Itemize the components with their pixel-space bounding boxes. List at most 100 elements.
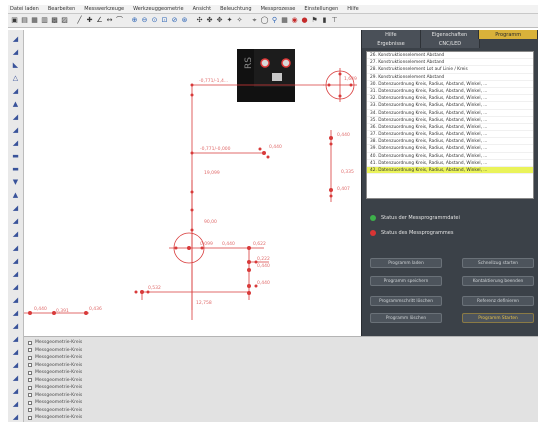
tool-icon[interactable]: ◢ (12, 256, 19, 265)
menu-item[interactable]: Beleuchtung (220, 6, 252, 12)
list-item[interactable]: 31. Datenzuordnung Kreis, Radius, Abstan… (367, 88, 533, 96)
list-item[interactable]: 33. Datenzuordnung Kreis, Radius, Abstan… (367, 102, 533, 110)
chart-icon[interactable]: ▮ (322, 16, 327, 24)
tool-icon[interactable]: ◢ (12, 361, 19, 370)
checkbox[interactable] (28, 415, 32, 420)
program-button[interactable]: Programm löschen (370, 313, 442, 323)
tool-icon[interactable]: ◢ (12, 34, 19, 43)
tool-icon[interactable]: ◢ (12, 243, 19, 252)
checkbox[interactable] (28, 348, 32, 353)
crosshair-icon[interactable]: ⌖ (252, 16, 257, 24)
angle-icon[interactable]: ∠ (96, 16, 103, 24)
tool-icon[interactable]: ◢ (12, 374, 19, 383)
tool-icon[interactable]: ▲ (12, 99, 19, 108)
tool-icon[interactable]: ◢ (12, 230, 19, 239)
tab-eigenschaften[interactable]: Eigenschaften (420, 30, 480, 39)
list-item[interactable]: 30. Datenzuordnung Kreis, Radius, Abstan… (367, 81, 533, 88)
program-button[interactable]: Referenz definieren (462, 296, 534, 306)
program-button[interactable]: Programmschritt löschen (370, 296, 442, 306)
tab-hilfe[interactable]: Hilfe (362, 30, 421, 39)
distance-icon[interactable]: ↔ (106, 16, 113, 24)
tool-icon[interactable]: ◢ (12, 400, 19, 409)
list-item[interactable]: 42. Datenzuordnung Kreis, Radius, Abstan… (367, 167, 533, 175)
checkbox[interactable] (28, 385, 32, 390)
measure-b-icon[interactable]: ✤ (206, 16, 213, 24)
flag-icon[interactable]: ⚑ (311, 16, 318, 24)
measure-e-icon[interactable]: ✧ (236, 16, 243, 24)
subtab-0[interactable]: Ergebnisse (362, 39, 421, 48)
tool-b-icon[interactable]: ▨ (61, 16, 68, 24)
tool-icon[interactable]: ◢ (12, 334, 19, 343)
measurement-canvas[interactable]: RS (24, 30, 361, 335)
list-item[interactable]: 29. Konstruktionselement Abstand (367, 74, 533, 81)
list-item[interactable]: 32. Datenzuordnung Kreis, Radius, Abstan… (367, 95, 533, 103)
list-item[interactable]: Messgeometrie-Kreis (24, 392, 538, 400)
menu-item[interactable]: Einstellungen (304, 6, 339, 12)
tool-icon[interactable]: ◢ (12, 217, 19, 226)
checkbox[interactable] (28, 393, 32, 398)
line-icon[interactable]: ╱ (77, 16, 82, 24)
list-item[interactable]: 35. Datenzuordnung Kreis, Radius, Abstan… (367, 117, 533, 124)
tool-icon[interactable]: ◢ (12, 348, 19, 357)
menu-item[interactable]: Ansicht (192, 6, 212, 12)
list-item[interactable]: Messgeometrie-Kreis (24, 354, 538, 362)
list-item[interactable]: 28. Konstruktionselement Lot auf Linie /… (367, 66, 533, 74)
program-button[interactable]: Programm Starten (462, 313, 534, 323)
checkbox[interactable] (28, 400, 32, 405)
tool-icon[interactable]: ◢ (12, 112, 19, 121)
tool-icon[interactable]: ◢ (12, 282, 19, 291)
list-item[interactable]: 39. Datenzuordnung Kreis, Radius, Abstan… (367, 145, 533, 153)
list-item[interactable]: Messgeometrie-Kreis (24, 362, 538, 370)
circle-icon[interactable]: ◯ (260, 16, 269, 24)
zoom-all-icon[interactable]: ⊛ (181, 16, 188, 24)
tab-programm[interactable]: Programm (479, 30, 539, 39)
list-item[interactable]: 40. Datenzuordnung Kreis, Radius, Abstan… (367, 153, 533, 160)
list-item[interactable]: Messgeometrie-Kreis (24, 369, 538, 377)
list-item[interactable]: Messgeometrie-Kreis (24, 407, 538, 415)
tool-icon[interactable]: ◢ (12, 139, 19, 148)
save-icon[interactable]: ▦ (31, 16, 38, 24)
tool-icon[interactable]: ▼ (12, 178, 19, 187)
tool-icon[interactable]: ◢ (12, 308, 19, 317)
zoom-out-icon[interactable]: ⊖ (141, 16, 148, 24)
list-item[interactable]: Messgeometrie-Kreis (24, 384, 538, 392)
list-item[interactable]: 38. Datenzuordnung Kreis, Radius, Abstan… (367, 138, 533, 146)
checkbox[interactable] (28, 378, 32, 383)
light-icon[interactable]: ● (301, 16, 308, 24)
tool-icon[interactable]: ◢ (12, 387, 19, 396)
probe-icon[interactable]: ⊤ (331, 16, 338, 24)
checkbox[interactable] (28, 370, 32, 375)
list-item[interactable]: 26. Konstruktionselement Abstand (367, 52, 533, 60)
list-item[interactable]: 34. Datenzuordnung Kreis, Radius, Abstan… (367, 110, 533, 117)
measure-c-icon[interactable]: ✥ (216, 16, 223, 24)
tool-icon[interactable]: ◢ (12, 86, 19, 95)
menu-item[interactable]: Bearbeiten (47, 6, 76, 12)
list-item[interactable]: 41. Datenzuordnung Kreis, Radius, Abstan… (367, 160, 533, 167)
list-item[interactable]: Messgeometrie-Kreis (24, 377, 538, 385)
list-item[interactable]: Messgeometrie-Kreis (24, 414, 538, 422)
checkbox[interactable] (28, 363, 32, 368)
menu-item[interactable]: Messwerkzeuge (84, 6, 125, 12)
zoom-in-icon[interactable]: ⊕ (131, 16, 138, 24)
tool-icon[interactable]: ▲ (12, 191, 19, 200)
checkbox[interactable] (28, 340, 32, 345)
tool-icon[interactable]: △ (12, 73, 19, 82)
tool-icon[interactable]: ◢ (12, 204, 19, 213)
measure-a-icon[interactable]: ✣ (196, 16, 203, 24)
menu-item[interactable]: Datei laden (10, 6, 39, 12)
grid-icon[interactable]: ▦ (281, 16, 288, 24)
print-icon[interactable]: ▥ (41, 16, 48, 24)
list-item[interactable]: 27. Konstruktionselement Abstand (367, 59, 533, 67)
list-item[interactable]: 36. Datenzuordnung Kreis, Radius, Abstan… (367, 124, 533, 132)
menu-item[interactable]: Messprozesse (260, 6, 296, 12)
point-icon[interactable]: ✚ (86, 16, 93, 24)
camera-icon[interactable]: ◉ (291, 16, 298, 24)
tool-icon[interactable]: ◢ (12, 295, 19, 304)
tool-icon[interactable]: ▬ (12, 165, 19, 174)
measure-d-icon[interactable]: ✦ (226, 16, 233, 24)
tool-a-icon[interactable]: ▩ (51, 16, 58, 24)
program-button[interactable]: Programm speichern (370, 276, 442, 286)
new-icon[interactable]: ▣ (11, 16, 18, 24)
list-item[interactable]: Messgeometrie-Kreis (24, 399, 538, 407)
